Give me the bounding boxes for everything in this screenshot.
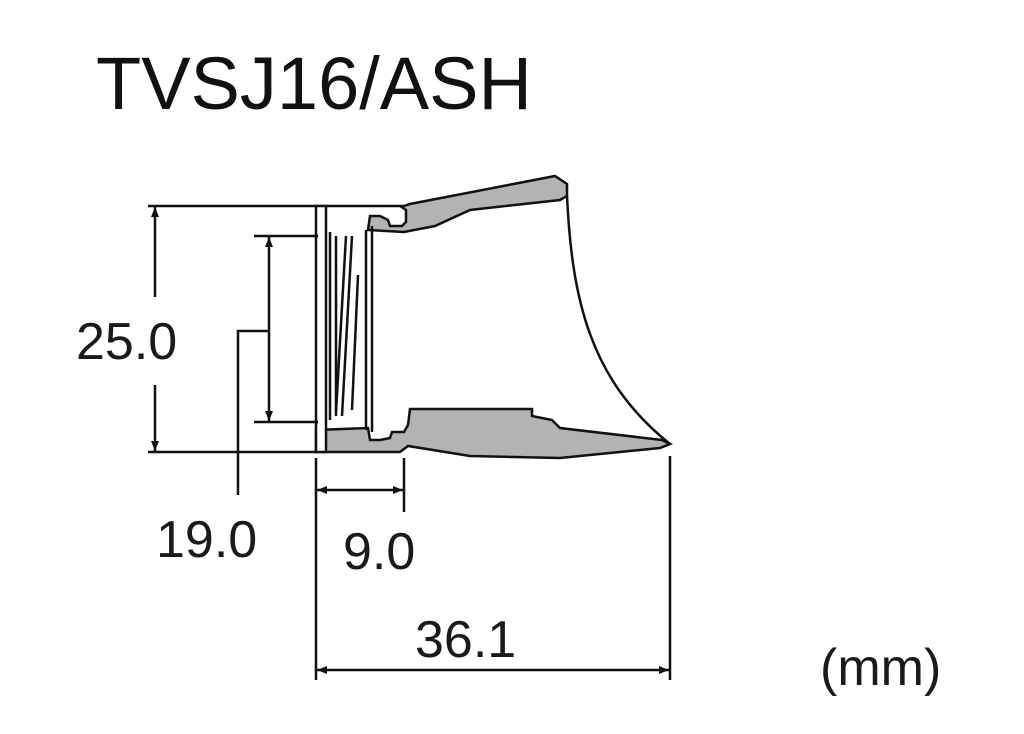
dim-outer-diameter: 25.0 [76, 313, 178, 371]
tip-flare-curve [565, 195, 671, 445]
tip-base-flange [314, 204, 328, 454]
dim-inner-diameter: 19.0 [156, 511, 258, 569]
tip-bottom-shell [314, 407, 674, 460]
model-title: TVSJ16/ASH [96, 42, 532, 125]
dim-total-length: 36.1 [415, 611, 517, 669]
units-label: (mm) [820, 639, 942, 697]
tip-top-shell [316, 174, 569, 234]
dim-base-length: 9.0 [343, 523, 416, 581]
